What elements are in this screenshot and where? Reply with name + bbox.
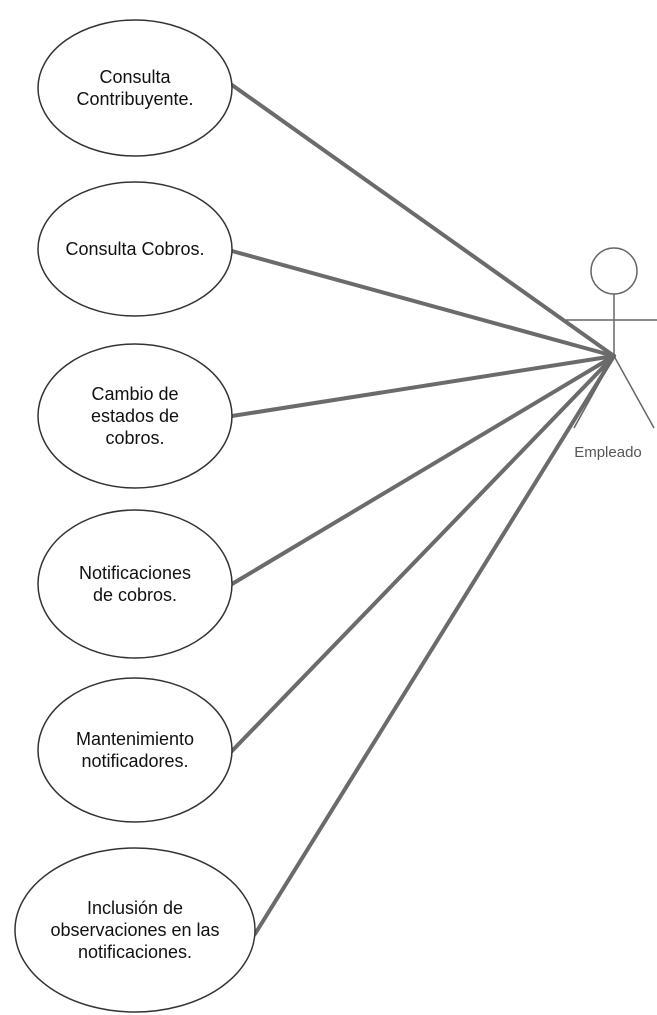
use-case-label-line: Consulta	[99, 67, 171, 87]
actor-right-leg	[613, 355, 655, 429]
actor: Empleado	[566, 247, 657, 461]
use-case-ellipse	[37, 677, 233, 823]
association-lines	[229, 83, 616, 936]
use-case-ellipse	[37, 181, 233, 317]
use-case-ellipse	[37, 343, 233, 489]
association-line-uc6	[253, 354, 616, 936]
use-case-label-line: estados de	[91, 406, 179, 426]
use-case-label-line: observaciones en las	[50, 920, 219, 940]
use-case-label-line: Notificaciones	[79, 563, 191, 583]
association-line-uc4	[230, 354, 616, 586]
actor-head	[590, 247, 638, 295]
use-case-label-line: notificaciones.	[78, 942, 192, 962]
association-line-uc1	[230, 83, 616, 358]
use-case-label-line: cobros.	[105, 428, 164, 448]
use-case-label-line: notificadores.	[81, 751, 188, 771]
association-line-uc5	[229, 354, 616, 754]
use-case-label-line: Mantenimiento	[76, 729, 194, 749]
association-line-uc3	[230, 354, 616, 418]
use-case-label-line: Consulta Cobros.	[65, 239, 204, 259]
use-case-label-line: Cambio de	[91, 384, 178, 404]
use-case-label-line: Inclusión de	[87, 898, 183, 918]
actor-label: Empleado	[574, 444, 642, 461]
use-case-ellipse	[14, 847, 256, 1013]
use-case-label-line: Contribuyente.	[76, 89, 193, 109]
use-case-ellipse	[37, 19, 233, 157]
association-line-uc2	[230, 249, 616, 358]
use-case-ellipse	[37, 509, 233, 659]
use-case-uc2[interactable]: Consulta Cobros.	[37, 181, 233, 317]
use-case-label-line: de cobros.	[93, 585, 177, 605]
actor-left-leg	[573, 355, 615, 429]
